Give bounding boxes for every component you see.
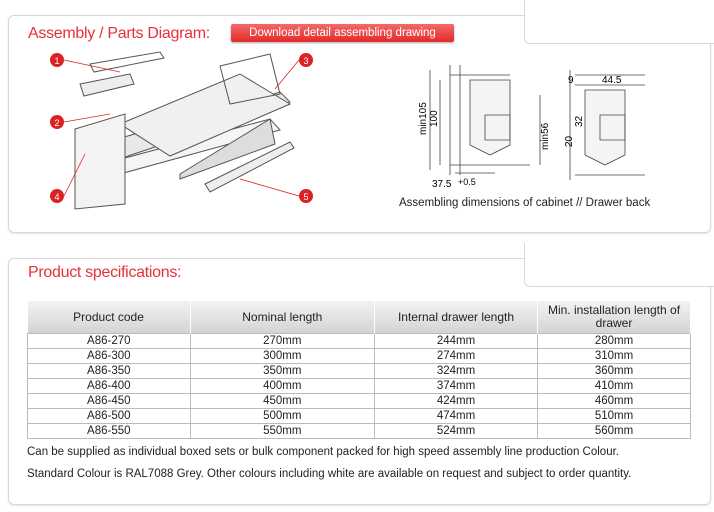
table-cell: A86-300 [27,348,191,364]
drawing-caption: Assembling dimensions of cabinet // Draw… [399,197,651,209]
table-cell: A86-400 [27,378,191,394]
svg-text:32: 32 [574,115,585,127]
table-cell: 410mm [537,378,691,394]
svg-text:min56: min56 [540,122,551,150]
table-cell: A86-450 [27,393,191,409]
table-cell: 560mm [537,423,691,439]
download-drawing-button[interactable]: Download detail assembling drawing [231,24,454,42]
table-cell: 374mm [374,378,538,394]
table-cell: 300mm [189,348,376,364]
table-cell: A86-500 [27,408,191,424]
table-cell: 474mm [374,408,538,424]
svg-text:3: 3 [303,56,308,66]
svg-text:1: 1 [54,56,59,66]
parts-diagram: 1 2 3 4 5 [50,51,313,210]
table-cell: 270mm [189,333,376,349]
table-cell: 450mm [189,393,376,409]
table-cell: A86-350 [27,363,191,379]
svg-text:37.5: 37.5 [432,179,452,190]
svg-text:20: 20 [564,135,575,147]
col-header: Min. installation length of drawer [537,301,691,334]
col-header: Internal drawer length [374,301,538,334]
table-cell: 460mm [537,393,691,409]
note-line: Standard Colour is RAL7088 Grey. Other c… [27,468,632,480]
table-cell: 500mm [189,408,376,424]
specs-title: Product specifications: [28,264,182,281]
tab-cut [524,0,714,44]
cabinet-dimension-drawing: min105 100 min56 37.5 +0.5 9 44.5 20 32 [418,65,645,190]
table-cell: 324mm [374,363,538,379]
svg-text:44.5: 44.5 [602,75,622,86]
col-header: Nominal length [190,301,376,334]
note-line: Can be supplied as individual boxed sets… [27,446,619,458]
svg-text:min105: min105 [418,102,429,135]
table-cell: 400mm [189,378,376,394]
col-header: Product code [27,301,191,334]
assembly-title: Assembly / Parts Diagram: [28,25,210,42]
tab-cut [524,243,714,287]
table-cell: 360mm [537,363,691,379]
table-cell: 524mm [374,423,538,439]
svg-text:5: 5 [303,192,308,202]
table-cell: 550mm [189,423,376,439]
svg-text:+0.5: +0.5 [458,177,476,187]
table-cell: 510mm [537,408,691,424]
svg-text:4: 4 [54,192,59,202]
table-cell: 280mm [537,333,691,349]
table-cell: 424mm [374,393,538,409]
svg-text:9: 9 [568,75,574,86]
svg-text:2: 2 [54,118,59,128]
svg-text:100: 100 [429,110,440,127]
table-cell: A86-550 [27,423,191,439]
table-cell: A86-270 [27,333,191,349]
table-cell: 350mm [189,363,376,379]
table-cell: 244mm [374,333,538,349]
table-cell: 310mm [537,348,691,364]
specs-table: Product code Nominal length Internal dra… [27,301,691,439]
callout-markers: 1 2 3 4 5 [50,53,313,203]
table-cell: 274mm [374,348,538,364]
